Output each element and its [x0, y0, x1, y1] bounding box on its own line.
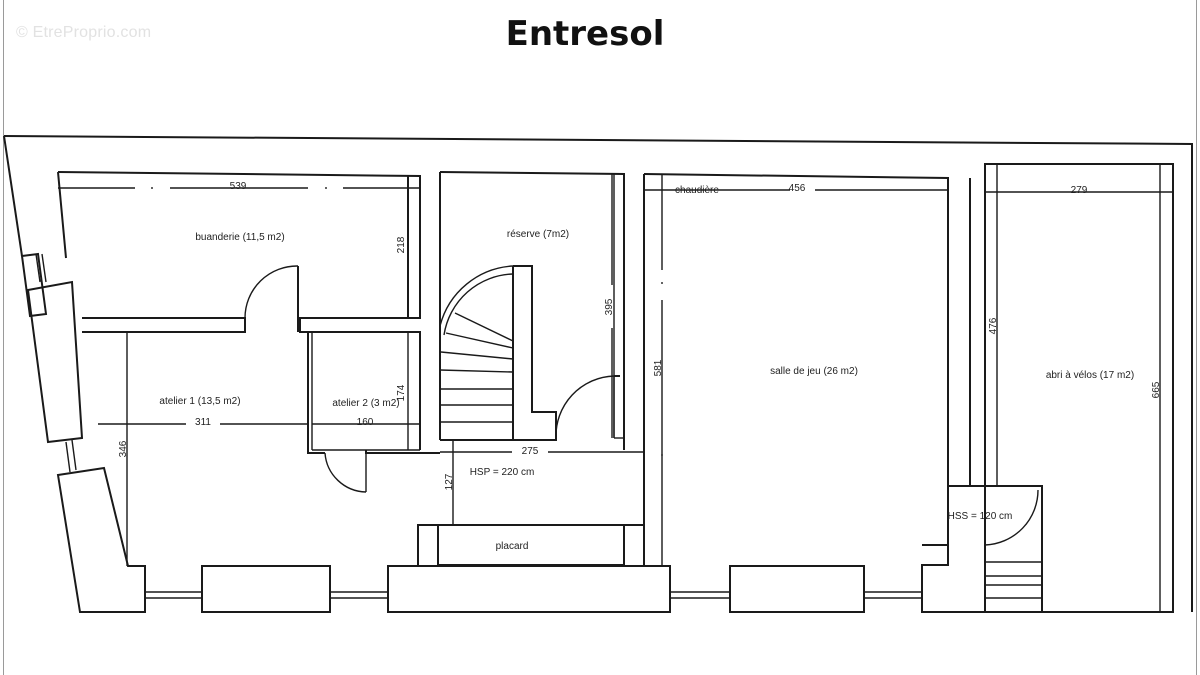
dim-atelier2-height: 174: [396, 384, 407, 401]
plan-title: Entresol: [505, 14, 665, 54]
dim-abri-inner: 476: [988, 317, 999, 334]
note-hsp: HSP = 220 cm: [470, 467, 535, 478]
room-label-buanderie: buanderie (11,5 m2): [195, 232, 284, 243]
room-label-placard: placard: [496, 541, 529, 552]
wall-pier: [56, 466, 146, 613]
dim-buanderie-width: 539: [230, 181, 247, 192]
room-label-reserve: réserve (7m2): [507, 229, 569, 240]
facade-pier: [201, 565, 331, 613]
wall-pier: [26, 280, 84, 444]
wall-pier: [20, 252, 48, 318]
dim-salle-height: 581: [653, 359, 664, 376]
dim-reserve-width: 275: [522, 446, 539, 457]
watermark: © EtreProprio.com: [16, 24, 152, 41]
page-border-right: [1196, 0, 1197, 675]
dim-abri-height: 665: [1151, 381, 1162, 398]
dim-reserve-height: 395: [604, 298, 615, 315]
dim-atelier1-width: 311: [195, 417, 211, 428]
dim-salle-width: 456: [789, 183, 806, 194]
placard-box: [437, 524, 625, 566]
dim-buanderie-depth: 218: [396, 236, 407, 253]
dim-hall-depth: 127: [444, 473, 455, 490]
room-label-salle-de-jeu: salle de jeu (26 m2): [770, 366, 858, 377]
outer-envelope: [3, 135, 1193, 612]
dim-atelier2-width: 160: [357, 417, 374, 428]
room-label-atelier-1: atelier 1 (13,5 m2): [159, 396, 240, 407]
facade-pier: [729, 565, 865, 613]
room-label-atelier-2: atelier 2 (3 m2): [332, 398, 399, 409]
dim-atelier1-height: 346: [118, 440, 129, 457]
page-border-left: [3, 0, 4, 675]
note-hss: HSS = 120 cm: [948, 511, 1013, 522]
room-label-abri-a-velos: abri à vélos (17 m2): [1046, 370, 1134, 381]
room-label-chaudiere: chaudière: [675, 185, 719, 196]
facade-pier: [387, 565, 671, 613]
dim-abri-width: 279: [1071, 185, 1088, 196]
abri-walls: [984, 163, 1174, 613]
